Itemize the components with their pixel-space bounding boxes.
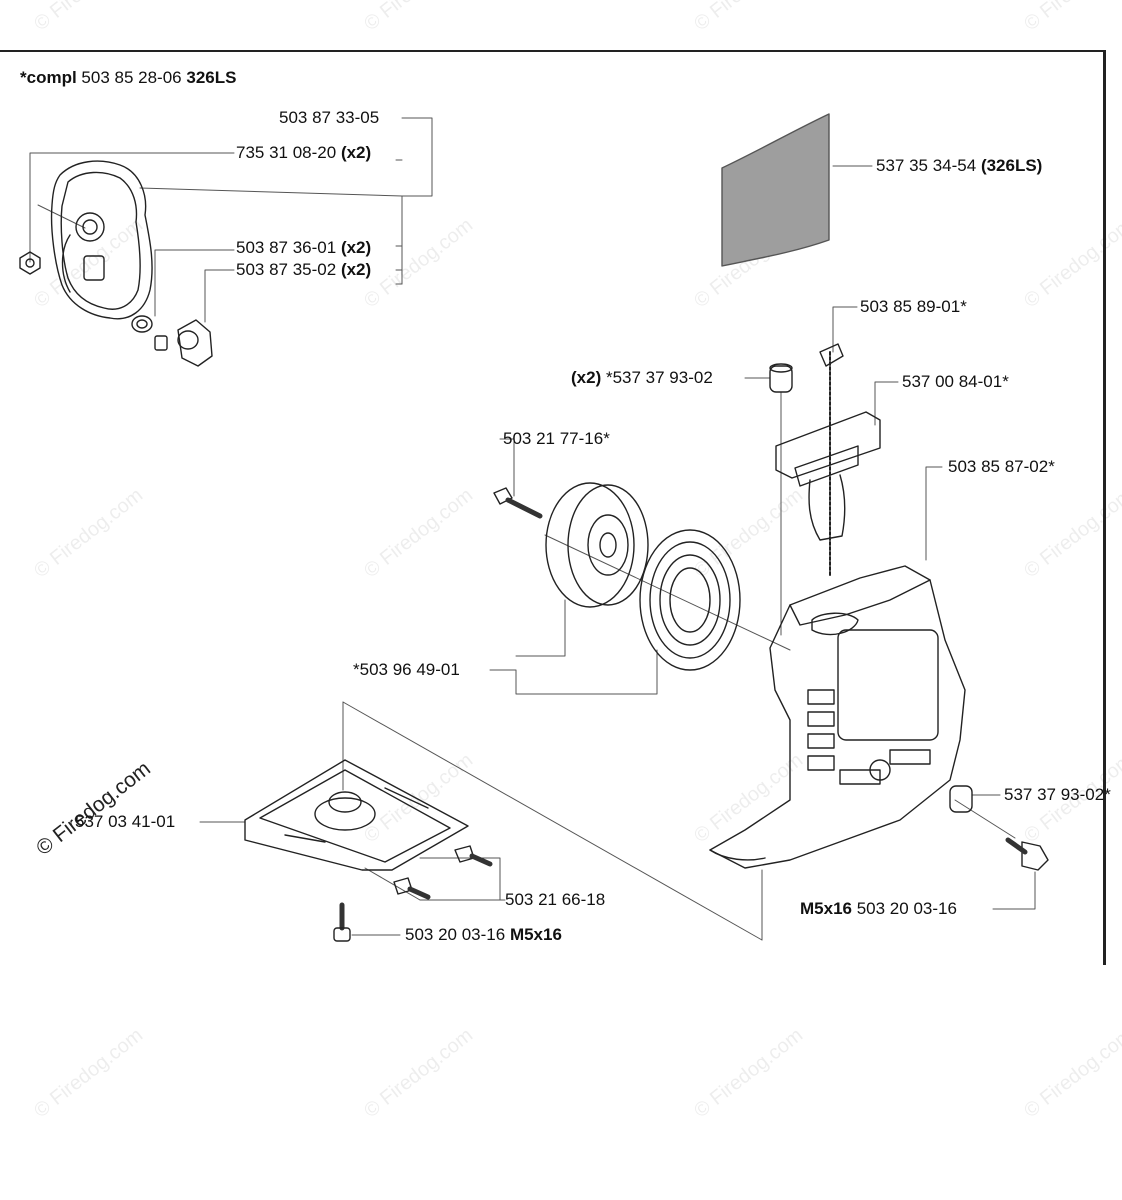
mounting-plate-part: [244, 759, 469, 871]
decal-part: [721, 113, 830, 267]
part-label-503216618: 503 21 66-18: [505, 890, 605, 910]
quantity-badge: (x2): [571, 368, 602, 387]
part-number: 537 00 84-01*: [902, 372, 1009, 391]
part-label-503858901: 503 85 89-01*: [860, 297, 967, 317]
model-badge: (326LS): [980, 156, 1043, 175]
part-label-537034101: 537 03 41-01: [75, 812, 175, 832]
pawl-knob-part: [177, 319, 213, 367]
quantity-badge: (x2): [340, 238, 372, 257]
part-label-503217716: 503 21 77-16*: [503, 429, 610, 449]
bushing-top-part: [769, 363, 793, 393]
compl-title: *compl 503 85 28-06 326LS: [20, 68, 236, 88]
screw-small-part: [19, 251, 41, 275]
size-badge: M5x16: [509, 925, 562, 944]
bolt-bottom-1-part: [454, 845, 493, 867]
part-label-503200316-right: M5x16 503 20 03-16: [800, 899, 957, 919]
spring-washer-part: [131, 315, 168, 351]
part-label-503858702: 503 85 87-02*: [948, 457, 1055, 477]
part-number: 503 87 33-05: [279, 108, 380, 127]
compl-model: 326LS: [186, 68, 237, 87]
part-number: 503 85 87-02*: [948, 457, 1055, 476]
rope-and-handle-part: [775, 343, 881, 576]
part-number: 503 21 77-16*: [503, 429, 610, 448]
bolt-bottom-2-part: [393, 877, 431, 900]
part-number: *537 37 93-02: [605, 368, 713, 387]
quantity-badge: (x2): [340, 260, 372, 279]
compl-number: 503 85 28-06: [81, 68, 182, 87]
leader-lines: [29, 117, 1036, 941]
part-label-503964901: *503 96 49-01: [353, 660, 460, 680]
part-label-503200316-left: 503 20 03-16 M5x16: [405, 925, 562, 945]
part-label-537379302-right: 537 37 93-02*: [1004, 785, 1111, 805]
compl-prefix: *compl: [20, 68, 77, 87]
part-number: *503 96 49-01: [353, 660, 460, 679]
rope-pulley-part: [545, 482, 649, 608]
part-label-503873601: 503 87 36-01 (x2): [236, 238, 371, 258]
part-number: 537 03 41-01: [75, 812, 176, 831]
part-number: 503 20 03-16: [405, 925, 506, 944]
part-number: 503 85 89-01*: [860, 297, 967, 316]
part-number: 503 21 66-18: [505, 890, 606, 909]
part-number: 735 31 08-20: [236, 143, 337, 162]
bolt-bottom-3-part: [333, 902, 351, 942]
part-label-735310820: 735 31 08-20 (x2): [236, 143, 371, 163]
size-badge: M5x16: [800, 899, 852, 918]
part-number: 503 87 35-02: [236, 260, 337, 279]
part-label-537353454: 537 35 34-54 (326LS): [876, 156, 1042, 176]
frame-right-border: [1103, 50, 1106, 965]
bolt-upper-part: [493, 487, 543, 519]
bushing-right-part: [949, 785, 973, 813]
frame-top-border: [0, 50, 1106, 52]
part-number: 503 87 36-01: [236, 238, 337, 257]
quantity-badge: (x2): [340, 143, 372, 162]
part-label-503873502: 503 87 35-02 (x2): [236, 260, 371, 280]
starter-cover-part: [50, 160, 153, 320]
part-label-503873305: 503 87 33-05: [279, 108, 379, 128]
part-number: 537 35 34-54: [876, 156, 977, 175]
recoil-spring-part: [639, 529, 741, 671]
part-label-537379302-top: (x2) *537 37 93-02: [571, 368, 713, 388]
part-number: 537 37 93-02*: [1004, 785, 1111, 804]
part-number: 503 20 03-16: [856, 899, 957, 918]
part-label-537008401: 537 00 84-01*: [902, 372, 1009, 392]
starter-housing-part: [709, 565, 966, 869]
bolt-right-part: [1005, 837, 1049, 871]
